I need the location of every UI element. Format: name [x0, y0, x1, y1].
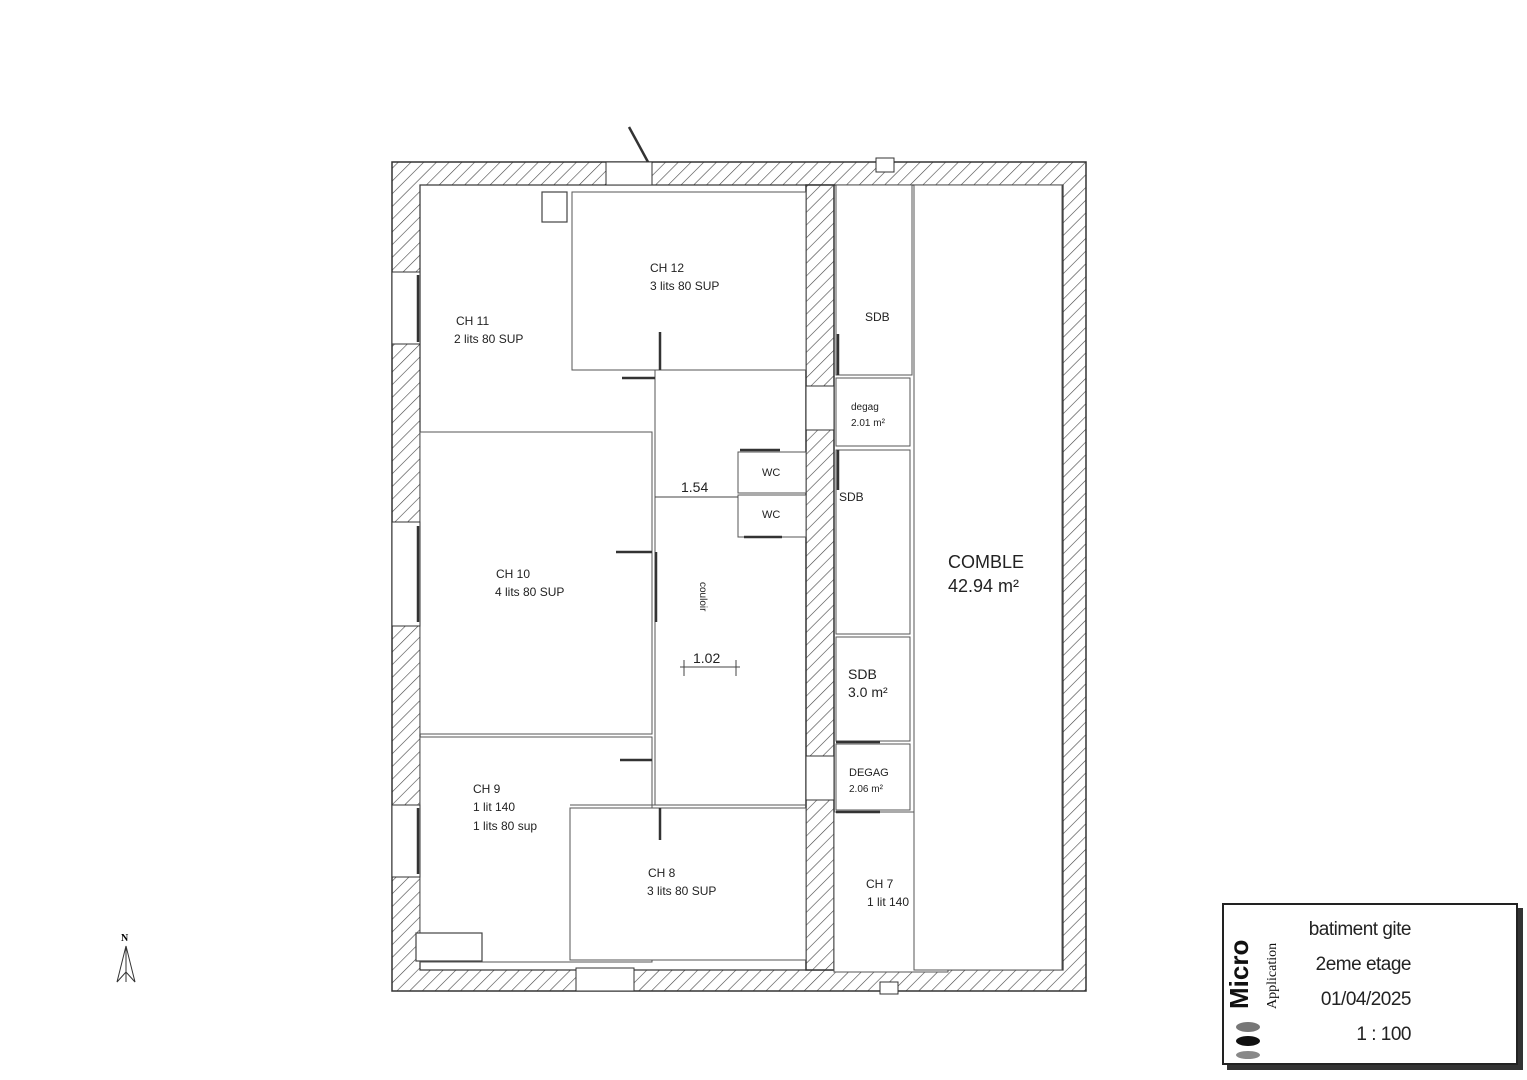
floor-level: 2eme etage	[1315, 954, 1412, 975]
room-name-wc-1: WC	[762, 467, 780, 479]
room-name-ch7: CH 7	[866, 877, 894, 891]
dimension-label-2: 1.02	[693, 650, 720, 666]
room-desc-ch9: 1 lit 140	[473, 800, 515, 814]
north-arrow-icon: N	[116, 933, 136, 983]
room-name-degag-1: degag	[851, 402, 879, 413]
dimension-label-1: 1.54	[681, 479, 708, 495]
room-name-sdb-1: SDB	[865, 310, 890, 324]
room-name-sdb-3: SDB	[848, 666, 877, 682]
title-block: batiment gite 2eme etage 01/04/2025 1 : …	[1222, 903, 1518, 1065]
room-area-sdb-3: 3.0 m²	[848, 684, 888, 700]
svg-text:Micro: Micro	[1224, 940, 1254, 1009]
north-label: N	[121, 933, 129, 944]
windows	[391, 157, 899, 995]
room-desc2-ch9: 1 lits 80 sup	[473, 819, 537, 833]
room-name-ch11: CH 11	[456, 314, 489, 328]
room-name-ch9: CH 9	[473, 782, 501, 796]
room-desc-ch10: 4 lits 80 SUP	[495, 585, 564, 599]
plan-date: 01/04/2025	[1320, 989, 1412, 1010]
room-name-couloir: couloir	[697, 582, 708, 612]
room-area-degag-2: 2.06 m²	[849, 784, 884, 795]
micro-application-logo: Micro Application	[1224, 940, 1280, 1059]
plan-scale: 1 : 100	[1356, 1024, 1411, 1045]
room-desc-ch11: 2 lits 80 SUP	[454, 332, 523, 346]
svg-text:Application: Application	[1265, 943, 1280, 1009]
project-name: batiment gite	[1308, 919, 1412, 940]
room-area-degag-1: 2.01 m²	[851, 418, 886, 429]
room-outlines	[415, 184, 1063, 973]
room-name-sdb-2: SDB	[839, 490, 864, 504]
room-desc-ch8: 3 lits 80 SUP	[647, 884, 716, 898]
room-name-ch8: CH 8	[648, 866, 676, 880]
doors	[616, 126, 880, 840]
room-desc-ch7: 1 lit 140	[867, 895, 909, 909]
room-area-comble: 42.94 m²	[948, 576, 1019, 596]
room-name-wc-2: WC	[762, 509, 780, 521]
room-name-ch10: CH 10	[496, 567, 530, 581]
dimension-lines	[655, 496, 740, 676]
room-name-degag-2: DEGAG	[849, 767, 889, 779]
room-desc-ch12: 3 lits 80 SUP	[650, 279, 719, 293]
room-name-ch12: CH 12	[650, 261, 684, 275]
middle-wall	[805, 184, 835, 971]
room-name-comble: COMBLE	[948, 552, 1024, 572]
